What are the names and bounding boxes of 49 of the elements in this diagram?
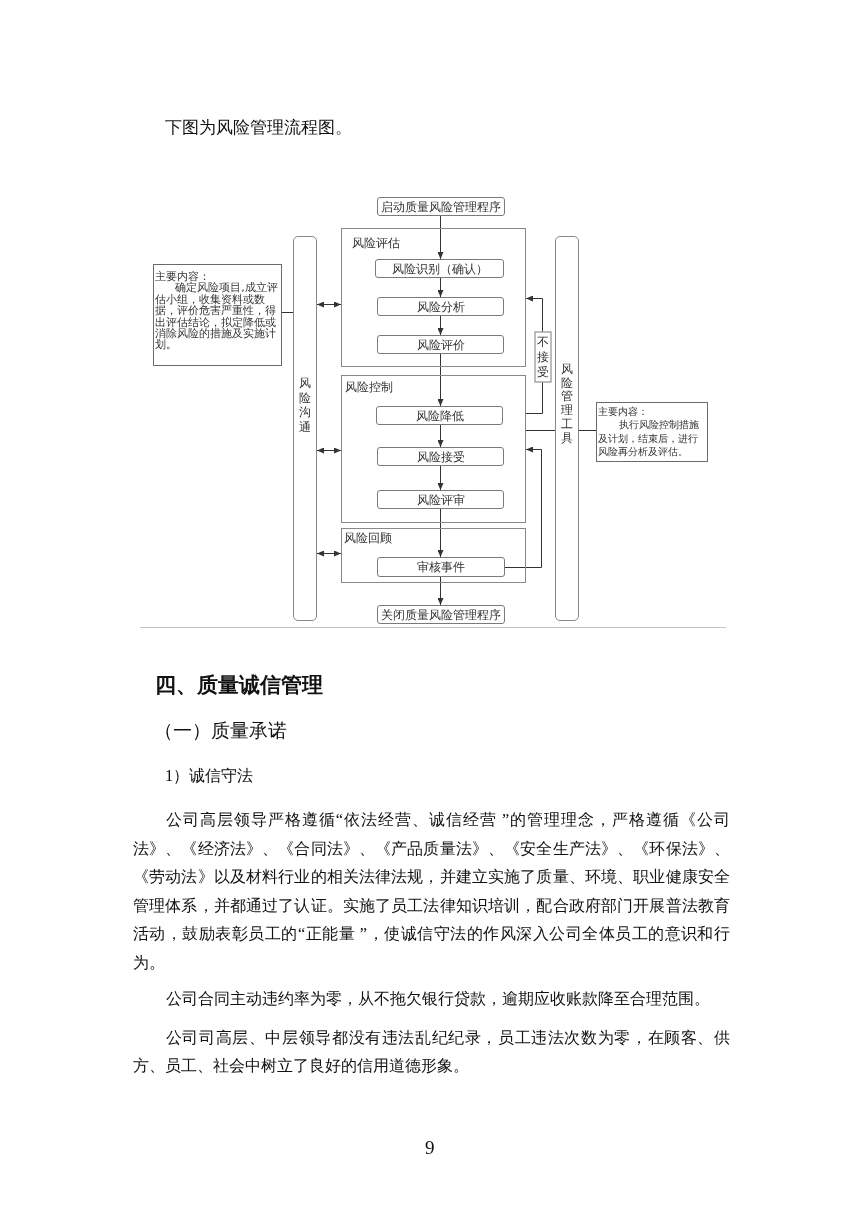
lane-label: 风险沟通 [299,376,311,435]
group-frame [341,375,526,523]
process-box: 关闭质量风险管理程序 [377,605,505,624]
connector-line [578,430,597,431]
process-box: 风险评价 [377,335,504,354]
arrow [437,465,444,491]
arrow [437,277,444,298]
arrow [437,424,444,448]
group-frame [341,228,526,367]
double-arrow [316,301,342,308]
subsection-heading: （一）质量承诺 [154,720,287,743]
item-heading: 1）诚信守法 [165,765,254,787]
process-box: 风险降低 [376,406,503,425]
process-box: 风险评审 [377,490,504,509]
process-box: 风险分析 [377,297,504,316]
note-heading: 主要内容： [155,271,210,283]
lane-bar [555,236,579,621]
arrow [437,576,444,606]
arrow [437,215,444,260]
edge-label: 不接受 [534,331,551,383]
group-title: 风险评估 [352,236,400,250]
paragraph: 公司司高层、中层领导都没有违法乱纪纪录，员工违法次数为零，在顾客、供方、员工、社会中树立了良好的信用道德形象。 [133,1027,730,1077]
paragraph: 公司合同主动违约率为零，从不拖欠银行贷款，逾期应收账款降至合理范围。 [164,988,711,1010]
arrow [437,315,444,336]
note-text: 执行风险控制措施及计划，结束后，进行风险再分析及评估。 [598,418,700,459]
connector-line [281,312,294,313]
note-box [153,264,282,366]
arrow [504,446,542,568]
process-box: 启动质量风险管理程序 [377,197,505,216]
paragraph: 公司高层领导严格遵循“依法经营、诚信经营 ”的管理理念，严格遵循《公司法》、《经济法》、《合同法》、《产品质量法》、《安全生产法》、《环保法》、《劳动法》以及材料行业的相关法律法规，并建立实施了质量、环境、职业健康安全管理体系，并都通过了认证。实施了员工法律知识培训，配合政府部门开展普法教育活动，鼓励表彰员工的“正能量 ”，使诚信守法的作风深入公司全体员工的意识和行为。 [133,809,730,974]
section-heading: 四、质量诚信管理 [155,672,323,698]
arrow [437,508,444,558]
double-arrow [316,550,342,557]
connector-line [525,430,556,431]
note-text: 确定风险项目,成立评估小组，收集资料或数据，评价危害严重性，得出评估结论，拟定降低或消除风险的措施及实施计划。 [155,282,279,351]
lane-bar [293,236,317,621]
group-title: 风险控制 [345,380,393,394]
arrow [437,353,444,407]
intro-text: 下图为风险管理流程图。 [165,117,352,139]
group-title: 风险回顾 [344,531,392,545]
double-arrow [316,447,342,454]
process-box: 审核事件 [377,557,505,577]
note-heading: 主要内容： [598,405,649,419]
note-box [596,402,708,462]
process-box: 风险接受 [377,447,504,466]
page-number: 9 [425,1136,435,1160]
group-frame [341,528,526,583]
process-box: 风险识别（确认） [375,259,504,278]
lane-label: 风险管理工具 [561,363,573,446]
